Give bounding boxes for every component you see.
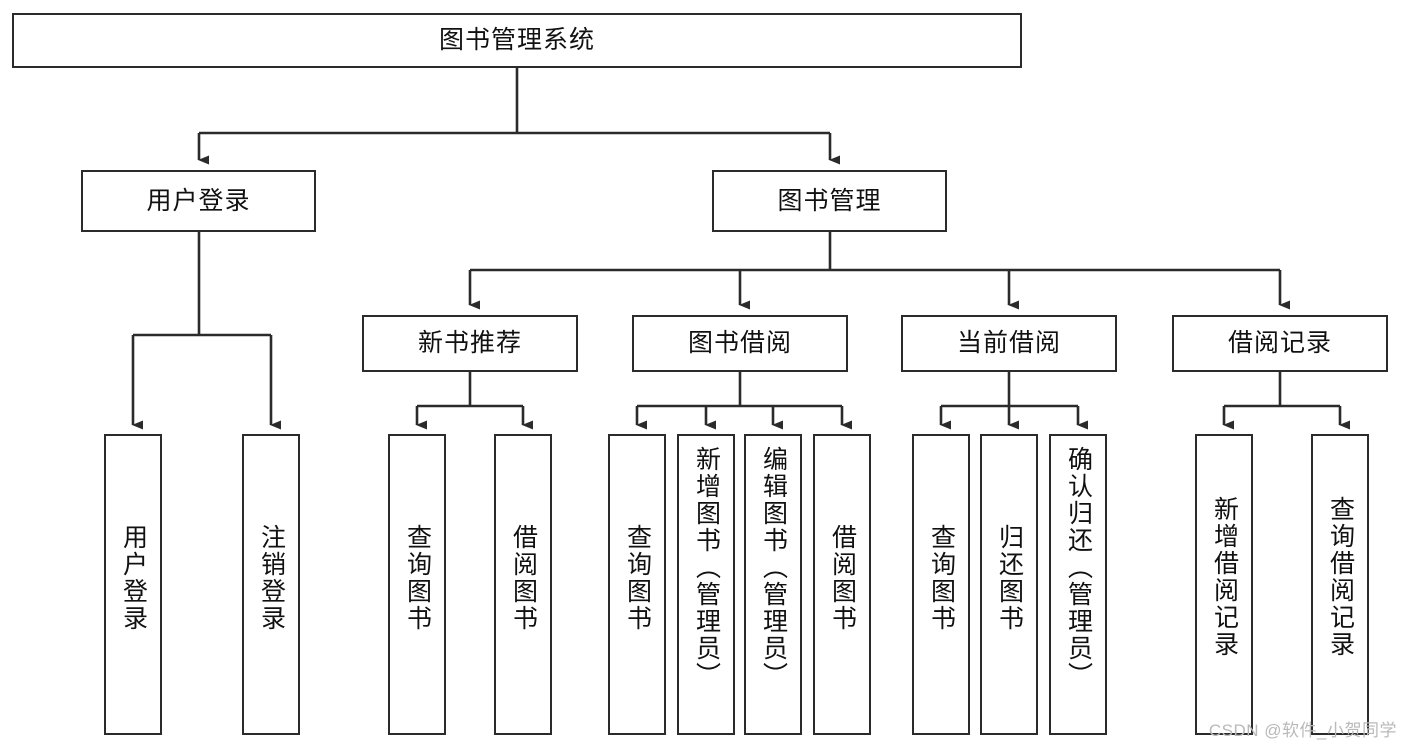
node-borrow-record-label: 借阅记录 [1227,329,1332,358]
csdn-watermark: CSDN @软件_小贺同学 [1208,721,1397,740]
node-user-login-label: 用户登录 [146,186,251,215]
leaf-new-book-borrow-book[interactable]: 借阅图书 [494,434,552,735]
node-user-login[interactable]: 用户登录 [81,170,316,232]
leaf-user-login-logout-label: 注销登录 [257,524,286,632]
node-book-borrow-label: 图书借阅 [687,329,792,358]
leaf-book-borrow-edit-book-admin-label: 编辑图书（管理员） [759,446,788,689]
leaf-new-book-query-book[interactable]: 查询图书 [388,434,446,735]
leaf-borrow-record-add-record[interactable]: 新增借阅记录 [1195,434,1253,735]
leaf-book-borrow-borrow-book[interactable]: 借阅图书 [813,434,871,735]
node-book-management-label: 图书管理 [777,186,882,215]
leaf-current-borrow-return-book-label: 归还图书 [995,524,1024,632]
leaf-book-borrow-query-book-label: 查询图书 [623,524,652,632]
leaf-current-borrow-confirm-return-admin-label: 确认归还（管理员） [1064,446,1093,689]
leaf-user-login-login[interactable]: 用户登录 [104,434,162,735]
leaf-new-book-query-book-label: 查询图书 [403,524,432,632]
leaf-book-borrow-edit-book-admin[interactable]: 编辑图书（管理员） [744,434,802,735]
leaf-book-borrow-query-book[interactable]: 查询图书 [608,434,666,735]
leaf-current-borrow-query-book[interactable]: 查询图书 [912,434,970,735]
leaf-user-login-logout[interactable]: 注销登录 [242,434,300,735]
leaf-new-book-borrow-book-label: 借阅图书 [509,524,538,632]
leaf-book-borrow-borrow-book-label: 借阅图书 [828,524,857,632]
leaf-borrow-record-add-record-label: 新增借阅记录 [1210,496,1239,658]
node-current-borrow-label: 当前借阅 [956,329,1061,358]
node-root-label: 图书管理系统 [438,26,595,55]
node-new-book-recommend[interactable]: 新书推荐 [362,315,578,372]
leaf-borrow-record-query-record[interactable]: 查询借阅记录 [1311,434,1369,735]
leaf-book-borrow-add-book-admin[interactable]: 新增图书（管理员） [677,434,735,735]
leaf-book-borrow-add-book-admin-label: 新增图书（管理员） [692,446,721,689]
leaf-borrow-record-query-record-label: 查询借阅记录 [1326,496,1355,658]
node-book-management[interactable]: 图书管理 [712,170,947,232]
node-borrow-record[interactable]: 借阅记录 [1172,315,1388,372]
node-current-borrow[interactable]: 当前借阅 [901,315,1117,372]
leaf-user-login-login-label: 用户登录 [119,524,148,632]
node-root-book-management-system[interactable]: 图书管理系统 [12,13,1022,68]
leaf-current-borrow-return-book[interactable]: 归还图书 [980,434,1038,735]
node-book-borrow[interactable]: 图书借阅 [632,315,848,372]
leaf-current-borrow-query-book-label: 查询图书 [927,524,956,632]
node-new-book-recommend-label: 新书推荐 [417,329,522,358]
leaf-current-borrow-confirm-return-admin[interactable]: 确认归还（管理员） [1049,434,1107,735]
